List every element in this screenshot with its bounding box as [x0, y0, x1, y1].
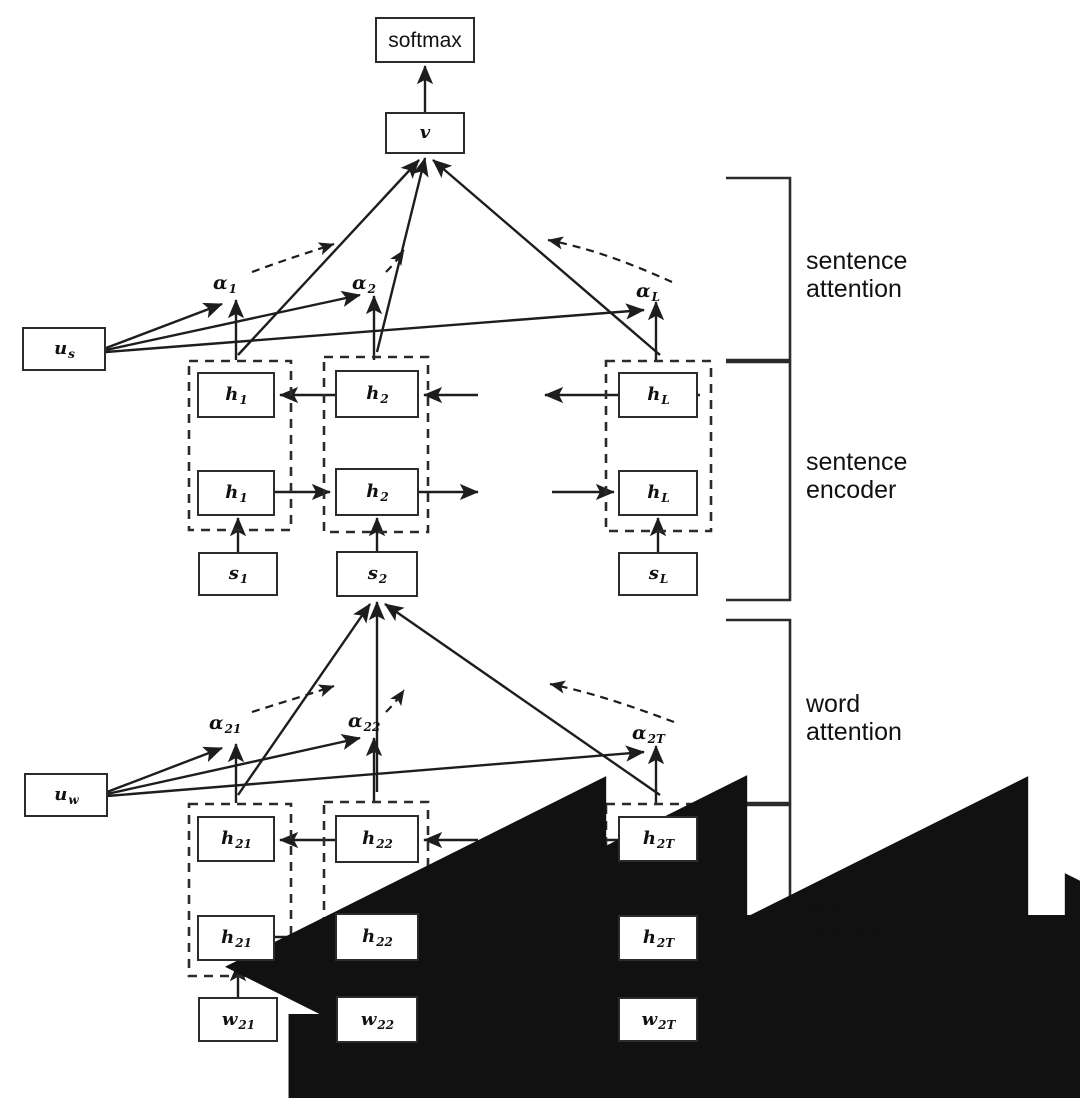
word-backward-state-21[interactable]: h21: [197, 816, 275, 862]
edge-alpha1-to-v: [237, 159, 420, 356]
word-forward-state-2T[interactable]: h2T: [618, 915, 698, 961]
word-input-22[interactable]: w22: [336, 996, 418, 1043]
sentence-forward-state-1[interactable]: h1: [197, 470, 1080, 1098]
h-forward-22-label: h22: [362, 928, 393, 949]
edge-uw-to-alpha22: [106, 733, 361, 796]
alpha-label-sentence-2: α2: [352, 272, 376, 296]
softmax-box[interactable]: softmax: [375, 17, 475, 63]
sentence-backward-state-1[interactable]: h1: [197, 372, 1080, 1098]
sL-label: sL: [648, 563, 669, 586]
alpha-label-word-22: α22: [348, 710, 381, 734]
edge-uw-to-alpha21: [106, 746, 223, 794]
alpha-label-sentence-L: αL: [636, 280, 661, 304]
context-vector-us-label: us: [54, 338, 75, 361]
section-label-word-encoder: word encoder: [806, 890, 897, 946]
edge-alpha2-to-v: [375, 157, 429, 353]
h-forward-1-label: h1: [225, 484, 1080, 1098]
word-input-21[interactable]: w21: [198, 997, 278, 1042]
v-label: v: [419, 122, 431, 143]
group-word-cell-21: [187, 802, 293, 978]
bracket-sentence-encoder: [726, 360, 792, 602]
group-sent-cell-2: [322, 355, 430, 534]
group-sent-cell-1: [187, 359, 293, 532]
section-label-sentence-attention: sentence attention: [806, 247, 908, 303]
edge-uw-to-alpha2T: [106, 745, 645, 798]
word-forward-state-22[interactable]: h22: [335, 913, 419, 961]
s1-label: s1: [228, 563, 249, 586]
word-backward-state-2T[interactable]: h2T: [618, 816, 698, 862]
word-backward-state-22[interactable]: h22: [335, 815, 419, 863]
edge-dashed-alpha2: [385, 249, 405, 273]
section-label-word-attention: word attention: [806, 690, 902, 746]
h-backward-22-label: h22: [362, 830, 393, 851]
right-arrow-icon: [643, 929, 1080, 1098]
edge-dashed-alpha2T: [549, 680, 675, 724]
h-forward-L-label: hL: [647, 484, 1080, 1098]
s2-label: s2: [367, 563, 388, 586]
h-backward-2T-label: h2T: [643, 830, 674, 851]
w21-label: w21: [221, 1008, 256, 1032]
sentence-input-2[interactable]: s2: [336, 551, 418, 597]
h-backward-2-label: h2: [366, 385, 1080, 1098]
h-forward-2-label: h2: [366, 483, 1080, 1098]
w22-label: w22: [360, 1008, 395, 1032]
right-arrow-icon: [710, 1013, 1080, 1098]
alpha-label-word-2T: α2T: [632, 722, 665, 746]
edge-dashed-alphaL: [547, 236, 673, 284]
sentence-backward-state-2[interactable]: h2: [335, 370, 1080, 1098]
edge-dashed-alpha1: [251, 242, 335, 274]
softmax-label: softmax: [388, 28, 462, 52]
context-vector-uw-box[interactable]: uw: [24, 773, 108, 817]
w2T-label: w2T: [641, 1008, 676, 1032]
group-word-cell-22: [322, 800, 430, 978]
bracket-sentence-attention: [726, 176, 792, 362]
bracket-word-attention: [726, 618, 792, 805]
word-input-2T[interactable]: w2T: [618, 997, 698, 1042]
alpha-label-word-21: α21: [209, 712, 242, 736]
sentence-forward-state-L[interactable]: hL: [618, 470, 1080, 1098]
context-vector-uw-label: uw: [54, 784, 79, 807]
v-box[interactable]: v: [385, 112, 465, 154]
edge-alpha21-to-s2: [237, 603, 371, 796]
edge-us-to-alpha1: [105, 302, 223, 350]
alpha-label-sentence-1: α1: [213, 272, 237, 296]
h-backward-21-label: h21: [221, 830, 252, 851]
h-backward-1-label: h1: [225, 386, 1080, 1098]
edge-dashed-alpha21: [251, 684, 335, 714]
word-forward-state-21[interactable]: h21: [197, 915, 275, 961]
context-vector-us-box[interactable]: us: [22, 327, 106, 371]
sentence-forward-state-2[interactable]: h2: [335, 468, 1080, 1098]
sentence-input-1[interactable]: s1: [198, 552, 278, 596]
h-forward-2T-label: h2T: [643, 929, 674, 950]
h-backward-L-label: hL: [647, 386, 1080, 1098]
edge-dashed-alpha22: [385, 689, 405, 713]
h-forward-21-label: h21: [221, 929, 252, 950]
group-sent-cell-L: [604, 359, 713, 533]
edge-alpha2T-to-s2: [384, 603, 661, 796]
sentence-backward-state-L[interactable]: hL: [618, 372, 1080, 1098]
sentence-input-L[interactable]: sL: [618, 552, 698, 596]
section-label-sentence-encoder: sentence encoder: [806, 448, 908, 504]
edge-alphaL-to-v: [432, 159, 661, 356]
edge-us-to-alpha2: [105, 290, 361, 352]
